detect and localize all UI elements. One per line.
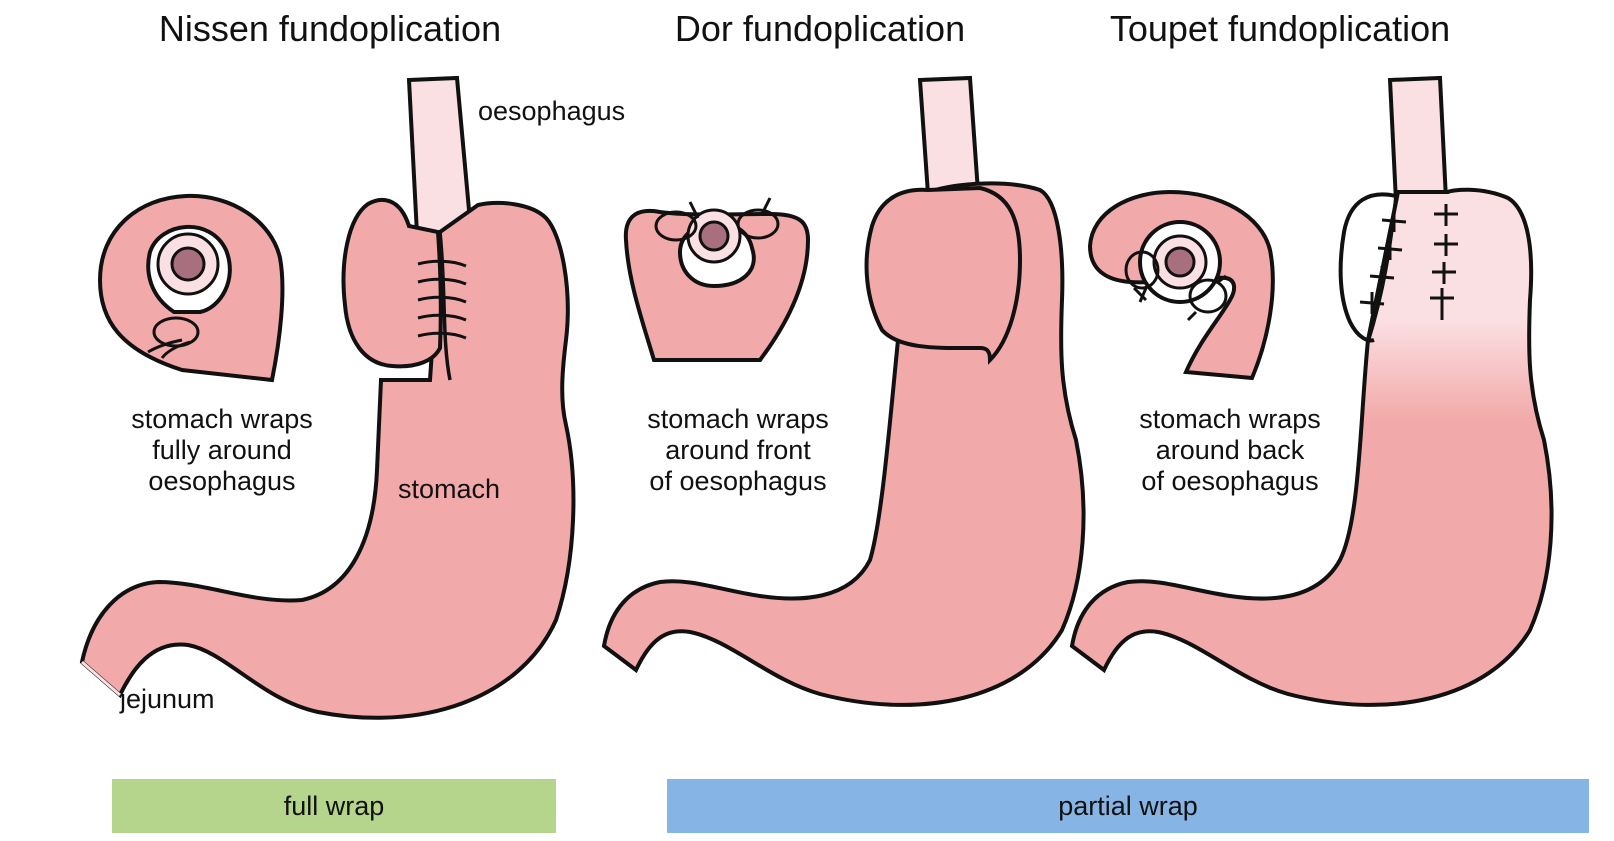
caption-toupet-line: of oesophagus xyxy=(1141,466,1319,496)
caption-toupet-line: stomach wraps xyxy=(1139,404,1321,434)
dor-stomach xyxy=(601,75,1086,707)
toupet-cross-section xyxy=(1087,189,1275,381)
nissen-stomach-body xyxy=(79,201,576,720)
caption-toupet-line: around back xyxy=(1155,435,1305,465)
full-wrap-label: full wrap xyxy=(283,790,385,821)
label-oesophagus: oesophagus xyxy=(478,96,626,126)
nissen-wrap-left xyxy=(341,198,443,369)
title-dor: Dor fundoplication xyxy=(674,8,966,49)
caption-nissen-line: oesophagus xyxy=(148,466,296,496)
nissen-stitches xyxy=(417,259,467,340)
nissen-cross-section xyxy=(97,193,285,383)
full-wrap-band: full wrap xyxy=(112,779,556,833)
label-stomach: stomach xyxy=(398,474,501,504)
dor-oesophagus xyxy=(917,75,981,197)
toupet-wrap-back xyxy=(1338,192,1397,343)
caption-dor: stomach wraps around front of oesophagus xyxy=(588,404,888,497)
dor-cross-section xyxy=(623,197,811,362)
caption-toupet: stomach wraps around back of oesophagus xyxy=(1080,404,1380,497)
caption-nissen-line: fully around xyxy=(152,435,292,465)
caption-nissen: stomach wraps fully around oesophagus xyxy=(72,404,372,497)
caption-dor-line: around front xyxy=(665,435,811,465)
caption-dor-line: stomach wraps xyxy=(647,404,829,434)
partial-wrap-band: partial wrap xyxy=(667,779,1589,833)
caption-nissen-line: stomach wraps xyxy=(131,404,313,434)
dor-wrap-front xyxy=(864,185,1023,365)
partial-wrap-label: partial wrap xyxy=(1058,790,1198,821)
label-jejunum: jejunum xyxy=(120,684,215,714)
nissen-oesophagus xyxy=(406,75,474,237)
toupet-stomach-body xyxy=(1069,187,1554,707)
title-nissen: Nissen fundoplication xyxy=(158,8,502,49)
toupet-stitches xyxy=(1359,204,1458,320)
title-toupet: Toupet fundoplication xyxy=(1109,8,1451,49)
caption-dor-line: of oesophagus xyxy=(649,466,827,496)
toupet-stomach xyxy=(1069,75,1554,707)
nissen-stomach xyxy=(79,75,576,720)
